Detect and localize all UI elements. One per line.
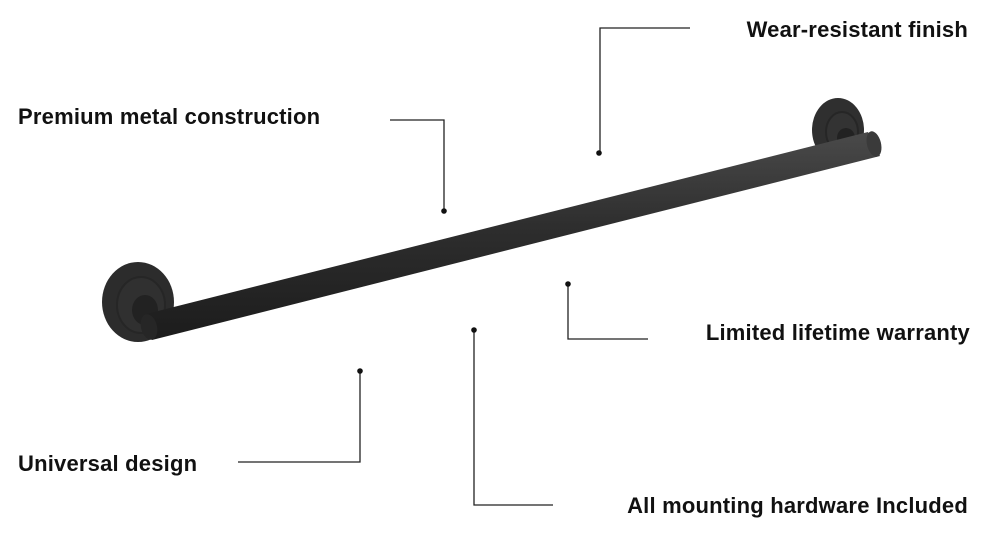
callout-premium-metal: Premium metal construction <box>18 104 321 129</box>
leader-lines <box>238 27 690 506</box>
callout-universal-design: Universal design <box>18 451 198 476</box>
callout-dots <box>357 150 602 374</box>
callout-warranty: Limited lifetime warranty <box>705 320 970 345</box>
towel-bar <box>140 131 882 340</box>
callout-mounting-hardware: All mounting hardware Included <box>627 493 968 518</box>
callout-wear-resistant: Wear-resistant finish <box>746 17 968 42</box>
